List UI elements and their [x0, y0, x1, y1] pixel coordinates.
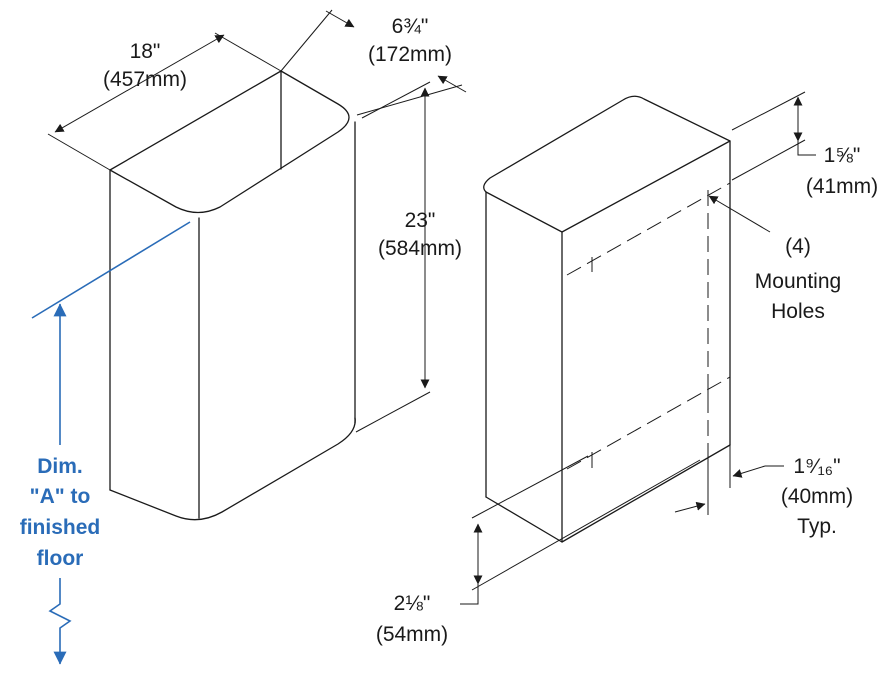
dim-a-label-line3: finished	[20, 516, 101, 539]
bottom-edge	[109, 417, 356, 521]
height-metric-label: (584mm)	[378, 237, 462, 260]
dim-a-label-line1: Dim.	[37, 455, 83, 478]
width-metric-label: (457mm)	[103, 68, 187, 91]
height-imperial-label: 23"	[405, 209, 436, 232]
bottom-back-edge	[485, 444, 731, 543]
side-hole-note-label: Typ.	[797, 515, 837, 538]
depth-metric-label: (172mm)	[368, 43, 452, 66]
side-hole-offset-dimension	[674, 445, 784, 515]
top-back-edge	[483, 95, 731, 233]
top-hole-offset-dimension	[731, 91, 816, 181]
mounting-holes-label-line2: Holes	[771, 300, 825, 323]
mounting-holes-label-line1: Mounting	[755, 270, 841, 293]
upper-hole-centerline	[566, 182, 731, 276]
top-opening-edge	[109, 70, 350, 214]
top-hole-metric-label: (41mm)	[806, 175, 878, 198]
dim-a-label-line2: "A" to	[30, 485, 91, 508]
bottom-hole-metric-label: (54mm)	[376, 623, 448, 646]
side-hole-metric-label: (40mm)	[781, 485, 853, 508]
receptacle-front-view	[109, 70, 356, 521]
bottom-hole-offset-dimension	[460, 455, 701, 605]
top-hole-imperial-label: 1⅝"	[824, 144, 861, 167]
depth-dimension	[280, 9, 467, 116]
mounting-holes-count: (4)	[785, 235, 811, 258]
lower-hole-centerline	[566, 376, 731, 470]
side-hole-imperial-label: 1⁹⁄₁₆"	[793, 455, 840, 478]
receptacle-back-view	[483, 95, 731, 543]
depth-imperial-label: 6¾"	[392, 15, 429, 38]
height-dimension	[355, 81, 431, 433]
mounting-holes-leader	[708, 195, 771, 233]
width-imperial-label: 18"	[130, 40, 161, 63]
width-dimension	[47, 32, 282, 171]
dim-a-label-line4: floor	[37, 547, 84, 570]
bottom-hole-imperial-label: 2⅛"	[394, 592, 431, 615]
dim-a-reference	[31, 221, 191, 665]
